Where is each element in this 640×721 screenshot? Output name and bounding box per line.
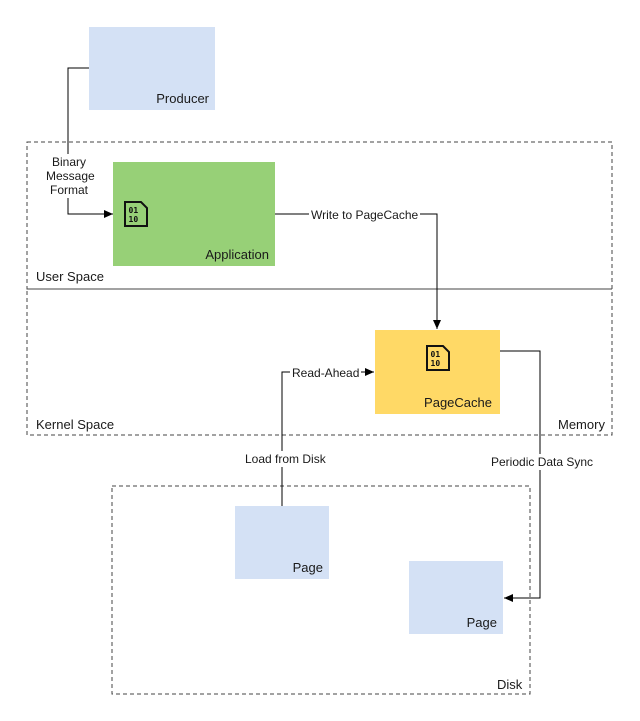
svg-text:10: 10 — [129, 215, 139, 224]
memory-label: Memory — [558, 417, 605, 432]
svg-text:10: 10 — [431, 359, 441, 368]
disk-label: Disk — [497, 677, 523, 692]
producer-node[interactable]: Producer — [89, 27, 215, 110]
periodic-data-sync-label: Periodic Data Sync — [489, 454, 596, 470]
application-node[interactable]: 01 10 Application — [113, 162, 275, 266]
kernel-space-region — [26, 288, 613, 436]
binary-message-format-label: Binary Message Format — [44, 154, 95, 198]
svg-text:01: 01 — [431, 350, 441, 359]
pagecache-node[interactable]: 01 10 PageCache — [375, 330, 500, 414]
load-from-disk-label: Load from Disk — [243, 451, 328, 467]
svg-text:01: 01 — [129, 206, 139, 215]
edge-pagecache-to-page — [500, 350, 541, 602]
user-space-region — [26, 141, 613, 290]
pagecache-label: PageCache — [424, 395, 492, 410]
write-to-pagecache-label: Write to PageCache — [309, 207, 421, 223]
binary-file-icon: 01 10 — [426, 345, 450, 371]
page-node-right[interactable]: Page — [409, 561, 503, 634]
user-space-label: User Space — [36, 269, 104, 284]
read-ahead-label: Read-Ahead — [290, 365, 362, 381]
application-label: Application — [205, 247, 269, 262]
kernel-space-label: Kernel Space — [36, 417, 115, 432]
page-node-left[interactable]: Page — [235, 506, 329, 579]
edge-application-to-pagecache — [275, 213, 441, 329]
edge-producer-to-application — [67, 67, 113, 218]
producer-label: Producer — [156, 91, 209, 106]
page-right-label: Page — [466, 615, 497, 630]
binary-file-icon: 01 10 — [124, 201, 148, 227]
page-left-label: Page — [292, 560, 323, 575]
disk-region — [111, 485, 531, 695]
